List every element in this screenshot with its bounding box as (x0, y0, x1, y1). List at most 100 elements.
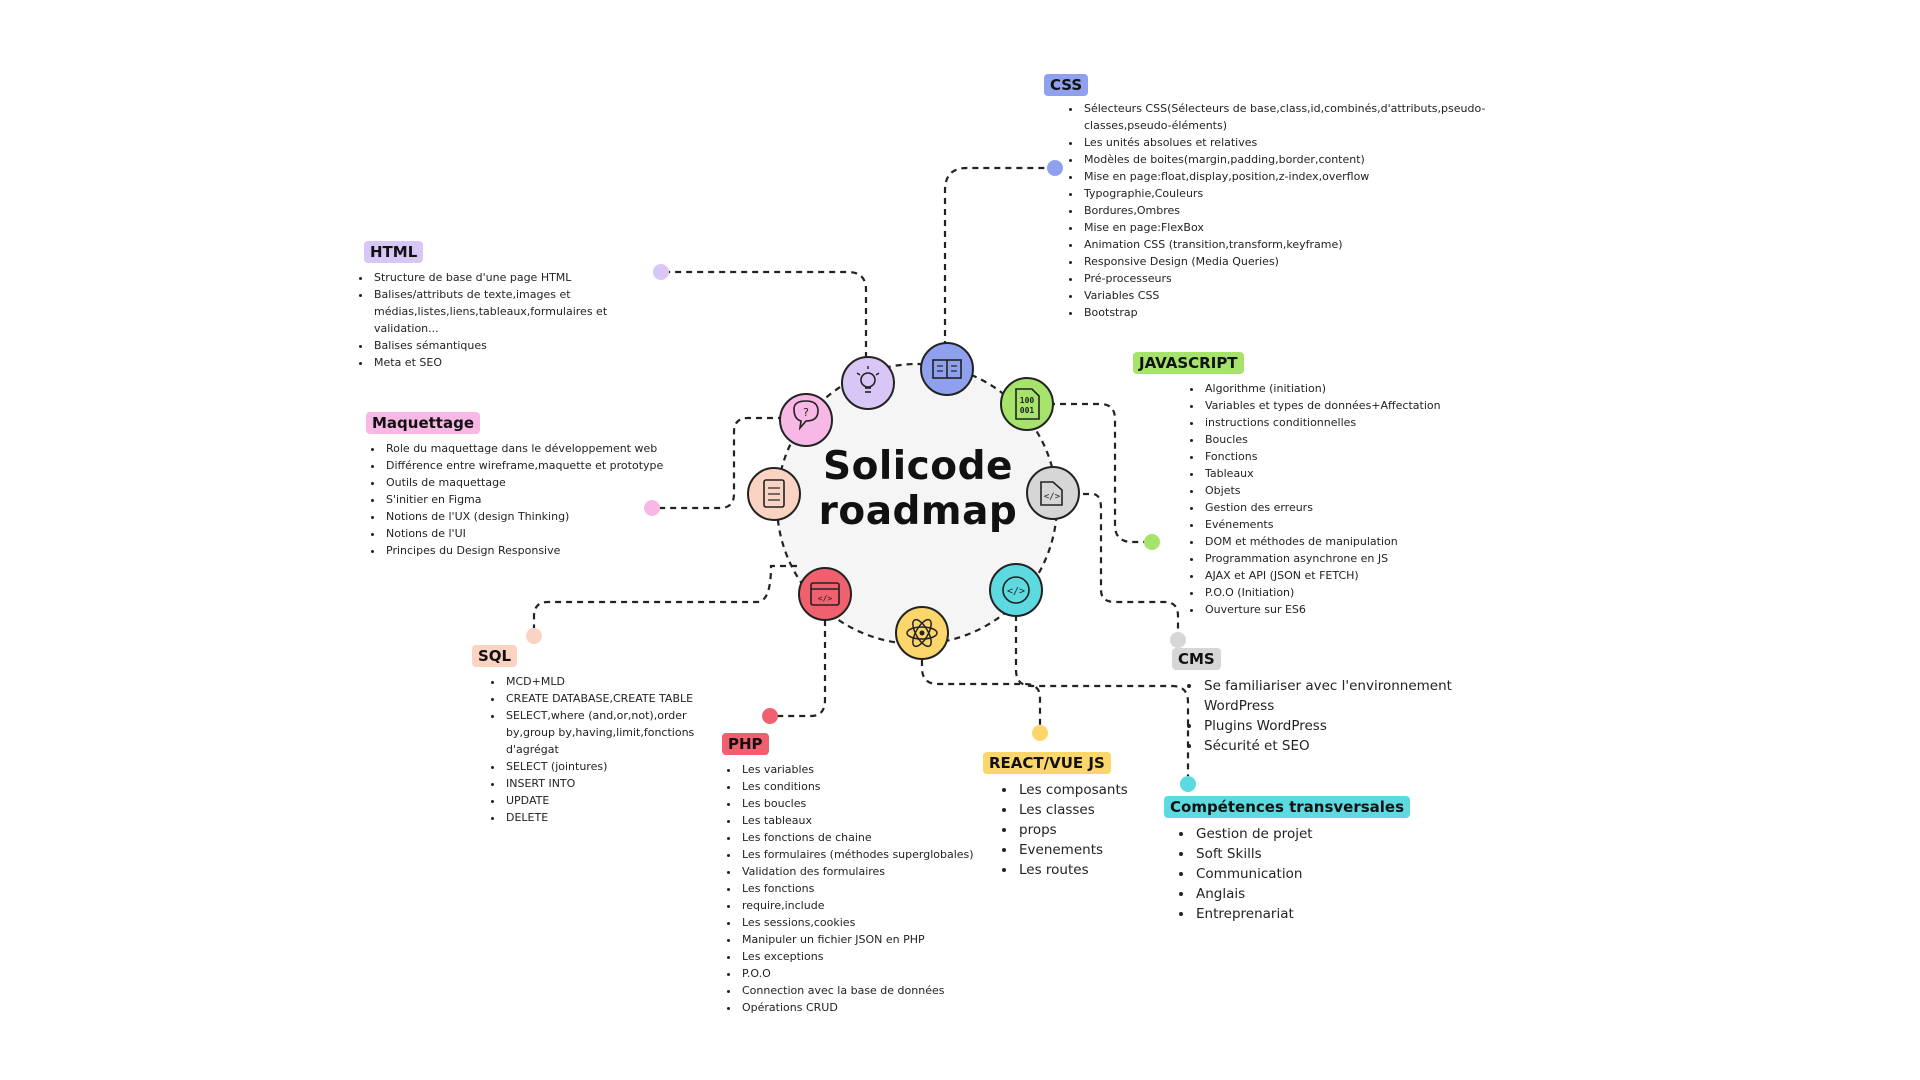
connector-php (770, 620, 827, 718)
dot-transversal (1180, 776, 1196, 792)
topic-item: Bordures,Ombres (1082, 202, 1564, 219)
topic-item: Les unités absolues et relatives (1082, 134, 1564, 151)
topic-item: Opérations CRUD (740, 999, 1022, 1016)
topic-item: Meta et SEO (372, 354, 654, 371)
topic-item: UPDATE (504, 792, 732, 809)
topic-item: Gestion des erreurs (1203, 499, 1463, 516)
topic-item: Communication (1194, 864, 1464, 884)
binary-file-icon: 100 001 (1000, 377, 1054, 431)
section-title: Maquettage (366, 412, 481, 434)
topic-item: Boucles (1203, 431, 1463, 448)
connector-react (920, 660, 1042, 732)
topic-item: Objets (1203, 482, 1463, 499)
topic-item: Mise en page:float,display,position,z-in… (1082, 168, 1564, 185)
cms-topic-list: Se familiariser avec l'environnement Wor… (1184, 676, 1462, 756)
topic-item: props (1017, 820, 1203, 840)
topic-item: Typographie,Couleurs (1082, 185, 1564, 202)
svg-text:100: 100 (1020, 396, 1035, 405)
topic-item: Plugins WordPress (1202, 716, 1462, 736)
topic-item: DELETE (504, 809, 732, 826)
topic-item: Manipuler un fichier JSON en PHP (740, 931, 1022, 948)
topic-item: Les composants (1017, 780, 1203, 800)
php-topic-list: Les variablesLes conditionsLes bouclesLe… (722, 761, 1022, 1016)
topic-item: Notions de l'UX (design Thinking) (384, 508, 676, 525)
section-title: SQL (472, 645, 518, 667)
svg-text:</>: </> (1007, 586, 1025, 597)
topic-item: Programmation asynchrone en JS (1203, 550, 1463, 567)
topic-item: Les tableaux (740, 812, 1022, 829)
dot-sql (526, 628, 542, 644)
dot-react (1032, 725, 1048, 741)
topic-item: MCD+MLD (504, 673, 732, 690)
topic-item: Les exceptions (740, 948, 1022, 965)
section-title: JAVASCRIPT (1133, 352, 1244, 374)
topic-item: CREATE DATABASE,CREATE TABLE (504, 690, 732, 707)
react-topic-list: Les composantsLes classespropsEvenements… (999, 780, 1203, 880)
dot-php (762, 708, 778, 724)
topic-item: Pré-processeurs (1082, 270, 1564, 287)
topic-item: Sélecteurs CSS(Sélecteurs de base,class,… (1082, 100, 1564, 134)
topic-item: Evenements (1017, 840, 1203, 860)
section-title: PHP (722, 733, 769, 755)
dot-cms (1170, 632, 1186, 648)
topic-item: S'initier en Figma (384, 491, 676, 508)
topic-item: Principes du Design Responsive (384, 542, 676, 559)
section-title: CMS (1172, 648, 1221, 670)
section-title: Compétences transversales (1164, 796, 1411, 818)
javascript-topic-list: Algorithme (initiation)Variables et type… (1185, 380, 1463, 618)
connector-maquettage (652, 416, 806, 510)
topic-item: Bootstrap (1082, 304, 1564, 321)
topic-item: DOM et méthodes de manipulation (1203, 533, 1463, 550)
topic-item: require,include (740, 897, 1022, 914)
topic-item: Notions de l'UI (384, 525, 676, 542)
topic-item: Les conditions (740, 778, 1022, 795)
topic-item: Soft Skills (1194, 844, 1464, 864)
dot-javascript (1144, 534, 1160, 550)
connector-html (660, 270, 868, 358)
section-react: REACT/VUE JS Les composantsLes classespr… (983, 752, 1203, 880)
title-line-2: roadmap (818, 489, 1018, 534)
dot-css (1047, 160, 1063, 176)
topic-item: P.O.O (740, 965, 1022, 982)
book-icon (920, 342, 974, 396)
topic-item: INSERT INTO (504, 775, 732, 792)
react-atom-icon (895, 606, 949, 660)
topic-item: Les routes (1017, 860, 1203, 880)
topic-item: Validation des formulaires (740, 863, 1022, 880)
section-title: REACT/VUE JS (983, 752, 1111, 774)
dot-maquettage (644, 500, 660, 516)
topic-item: Algorithme (initiation) (1203, 380, 1463, 397)
section-javascript: JAVASCRIPT Algorithme (initiation)Variab… (1133, 352, 1463, 618)
code-folder-icon: </> (1026, 466, 1080, 520)
topic-item: Balises sémantiques (372, 337, 654, 354)
topic-item: Les boucles (740, 795, 1022, 812)
topic-item: Ouverture sur ES6 (1203, 601, 1463, 618)
code-circle-icon: </> (989, 563, 1043, 617)
connector-cms (1083, 492, 1180, 640)
topic-item: Outils de maquettage (384, 474, 676, 491)
topic-item: Animation CSS (transition,transform,keyf… (1082, 236, 1564, 253)
maquettage-topic-list: Role du maquettage dans le développement… (366, 440, 676, 559)
connector-javascript (1027, 402, 1152, 544)
topic-item: Fonctions (1203, 448, 1463, 465)
topic-item: P.O.O (Initiation) (1203, 584, 1463, 601)
topic-item: Balises/attributs de texte,images et méd… (372, 286, 654, 337)
section-css: CSS Sélecteurs CSS(Sélecteurs de base,cl… (1044, 74, 1564, 321)
section-sql: SQL MCD+MLDCREATE DATABASE,CREATE TABLES… (472, 645, 732, 826)
section-transversal: Compétences transversales Gestion de pro… (1164, 796, 1464, 924)
topic-item: Anglais (1194, 884, 1464, 904)
title-line-1: Solicode (823, 444, 1013, 489)
topic-item: SELECT,where (and,or,not),order by,group… (504, 707, 732, 758)
topic-item: Evénements (1203, 516, 1463, 533)
topic-item: Gestion de projet (1194, 824, 1464, 844)
connector-css (943, 166, 1054, 347)
section-title: HTML (364, 241, 424, 263)
maquettage-icon: ? (779, 393, 833, 447)
topic-item: Les fonctions de chaine (740, 829, 1022, 846)
sql-topic-list: MCD+MLDCREATE DATABASE,CREATE TABLESELEC… (486, 673, 732, 826)
topic-item: Variables et types de données+Affectatio… (1203, 397, 1463, 414)
topic-item: Les variables (740, 761, 1022, 778)
section-cms: CMS Se familiariser avec l'environnement… (1172, 648, 1462, 756)
topic-item: Sécurité et SEO (1202, 736, 1462, 756)
dot-html (653, 264, 669, 280)
